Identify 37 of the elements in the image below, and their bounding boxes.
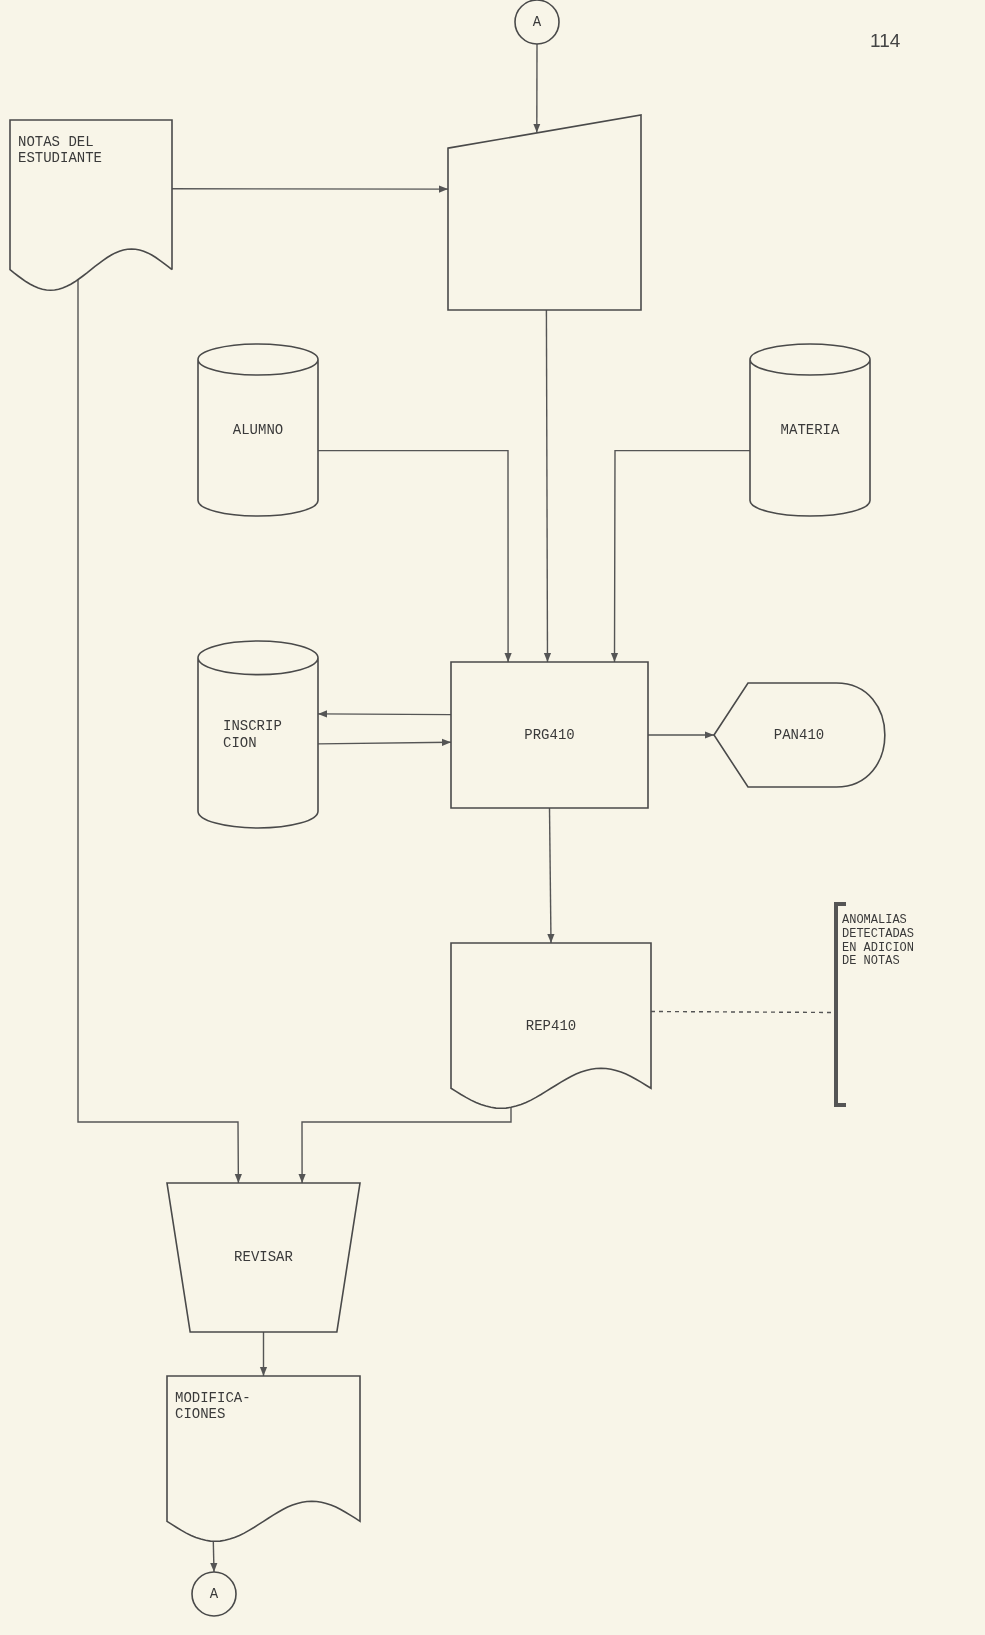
arrow (259, 1331, 268, 1377)
arrow (171, 185, 449, 193)
display-shape (714, 683, 884, 787)
manual-input-shape (448, 115, 641, 310)
node-label: REP410 (525, 1018, 577, 1035)
database-cylinder (750, 344, 870, 516)
arrow (610, 449, 751, 663)
arrow (210, 1540, 218, 1573)
node-label: REVISAR (234, 1249, 293, 1266)
node-label: PAN410 (773, 726, 825, 744)
database-cylinder (198, 344, 318, 516)
node-label: A (532, 13, 542, 31)
node-label: MODIFICA- CIONES (175, 1390, 252, 1423)
process-box (451, 662, 648, 808)
connector-circle (192, 1572, 236, 1616)
arrow (647, 731, 715, 739)
manual-operation-shape (167, 1183, 360, 1332)
node-label: MATERIA (780, 421, 840, 439)
arrow (547, 807, 555, 944)
page-number: 114 (870, 30, 901, 52)
document-shape (451, 943, 651, 1110)
arrow (533, 43, 541, 134)
arrow (543, 309, 552, 663)
node-label: INSCRIP CION (223, 718, 283, 751)
arrow (317, 710, 452, 718)
document-shape (167, 1376, 360, 1543)
node-label: ALUMNO (232, 421, 284, 439)
node-label: NOTAS DEL ESTUDIANTE (18, 134, 103, 167)
node-label: A (209, 1585, 219, 1603)
arrow (317, 738, 452, 746)
arrow (77, 278, 242, 1184)
node-label: PRG410 (524, 726, 575, 744)
arrow (317, 449, 512, 663)
annotation-text: ANOMALIAS DETECTADAS EN ADICION DE NOTAS (842, 914, 915, 970)
document-shape (10, 120, 172, 292)
database-cylinder (198, 641, 318, 828)
arrow (298, 1106, 512, 1184)
